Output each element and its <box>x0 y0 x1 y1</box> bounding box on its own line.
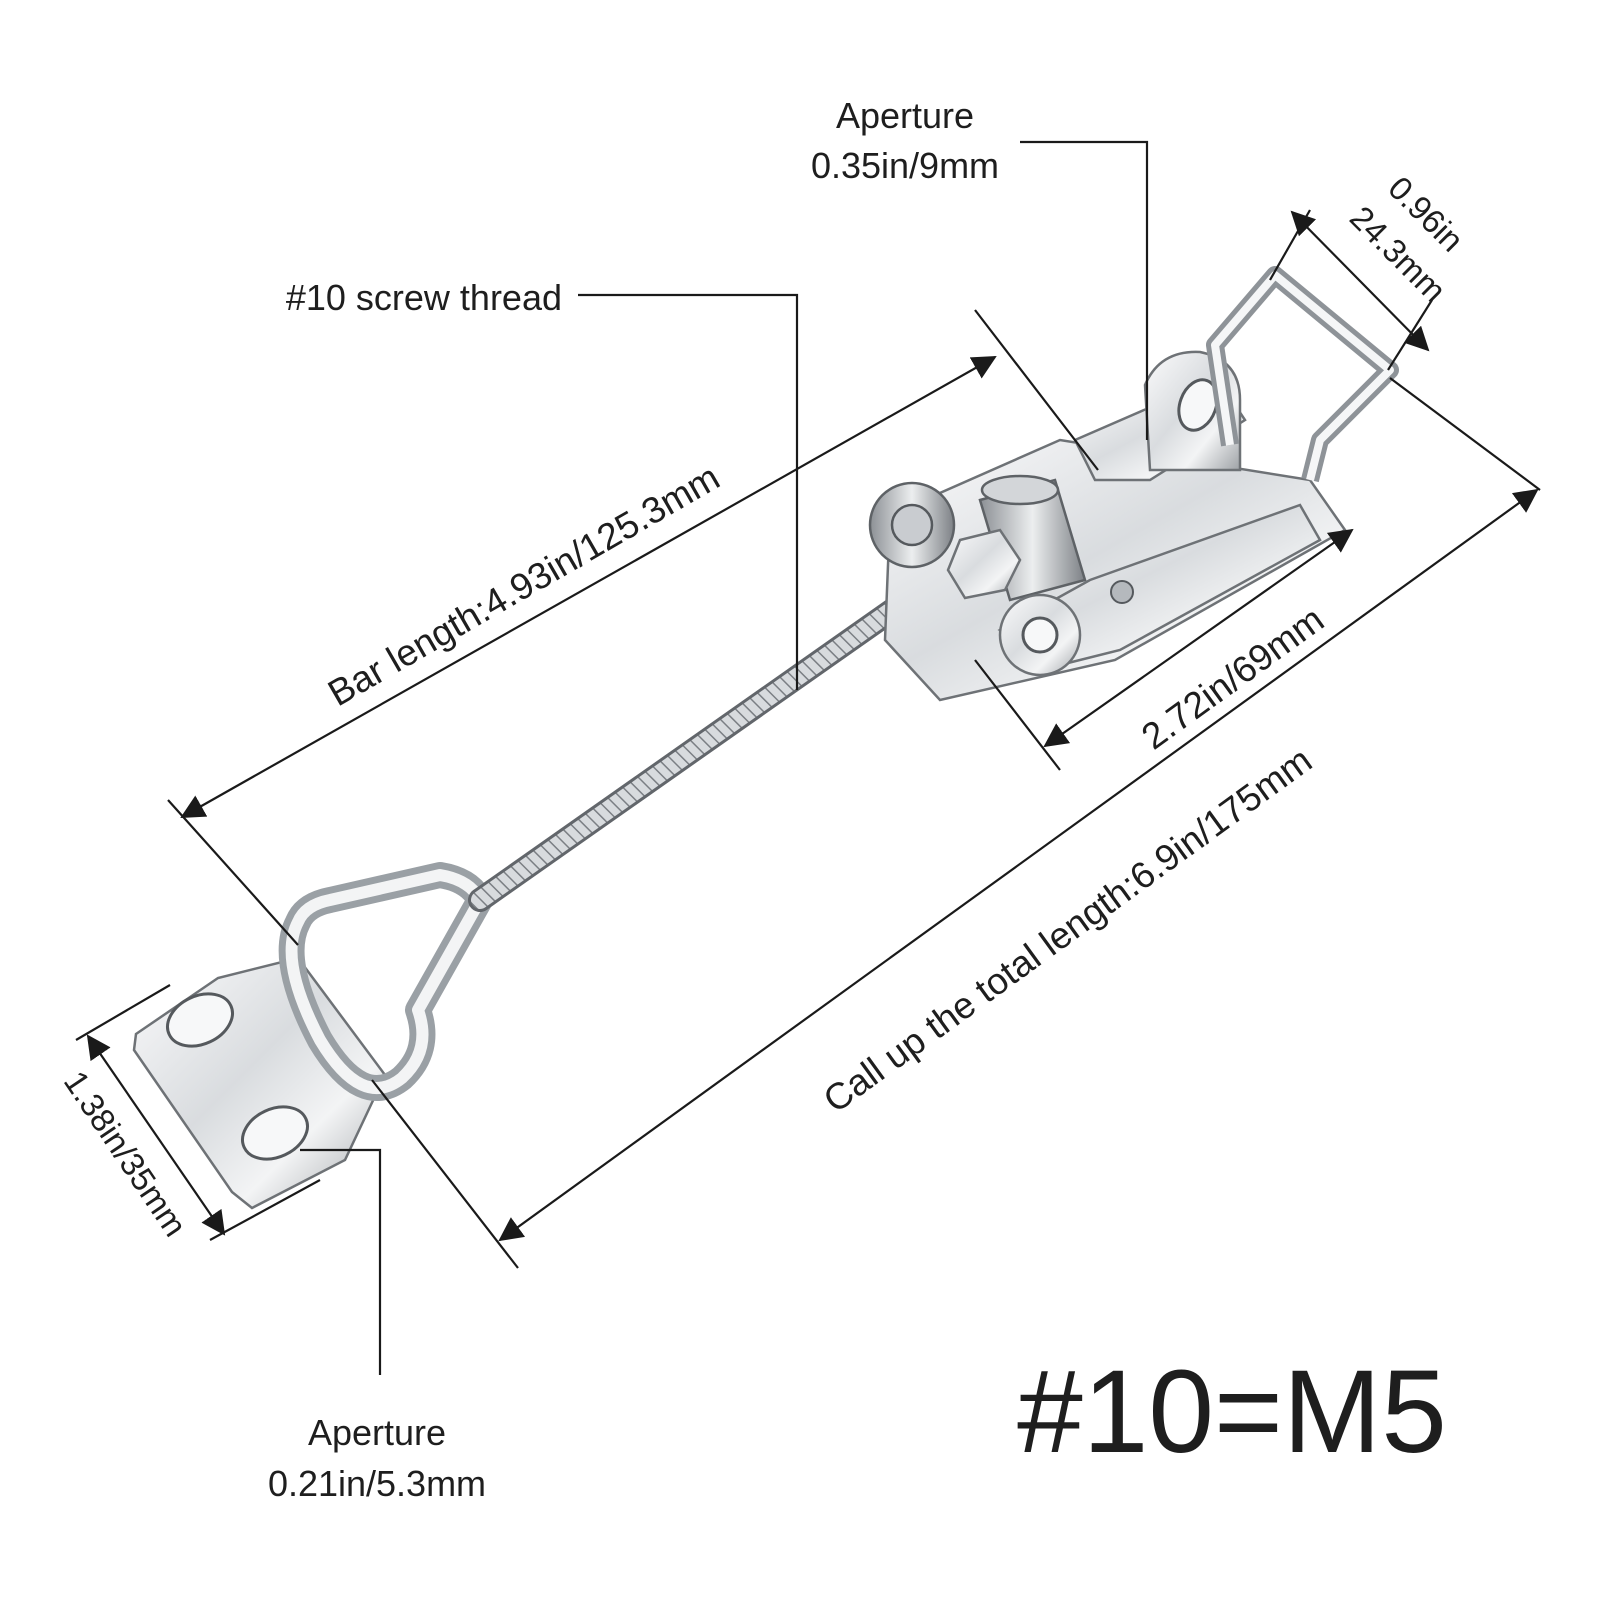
aperture-bottom-leader <box>300 1148 382 1375</box>
total-length-dimension-line <box>498 488 1539 1242</box>
plate-height-extension-bottom <box>209 1179 321 1241</box>
total-length-extension-left <box>371 1079 519 1269</box>
aperture-top-title: Aperture <box>836 95 974 136</box>
aperture-top-leader <box>1020 140 1149 440</box>
screw-thread-label: #10 screw thread <box>286 277 562 318</box>
bar-length-label: Bar length:4.93in/125.3mm <box>321 456 726 714</box>
aperture-bottom-title: Aperture <box>308 1412 446 1453</box>
latch-illustration <box>132 266 1399 1210</box>
bar-length-dimension-line <box>180 356 997 818</box>
plate-mounting-hole-lower <box>241 1105 309 1161</box>
lever-pivot-hole <box>1021 616 1059 654</box>
total-length-label: Call up the total length:6.9in/175mm <box>816 739 1319 1120</box>
screw-thread-leader <box>578 293 799 690</box>
hook-loop <box>278 862 493 1101</box>
width-extension-left <box>1269 209 1311 281</box>
leader-lines <box>300 140 1149 1375</box>
plate-height-dimension-line <box>86 1034 226 1236</box>
aperture-top-value: 0.35in/9mm <box>811 145 999 186</box>
aperture-bottom-value: 0.21in/5.3mm <box>268 1463 486 1504</box>
latch-aperture-hole <box>1177 378 1219 432</box>
bar-length-extension-right <box>974 309 1099 471</box>
size-equivalence-label: #10=M5 <box>1017 1346 1447 1478</box>
plate-height-extension-top <box>75 984 171 1041</box>
bar-length-extension-left <box>167 799 299 946</box>
total-length-extension-right <box>1389 377 1541 491</box>
dimension-lines <box>75 209 1541 1269</box>
width-extension-right <box>1387 299 1433 371</box>
width-dimension-line <box>1290 210 1430 352</box>
